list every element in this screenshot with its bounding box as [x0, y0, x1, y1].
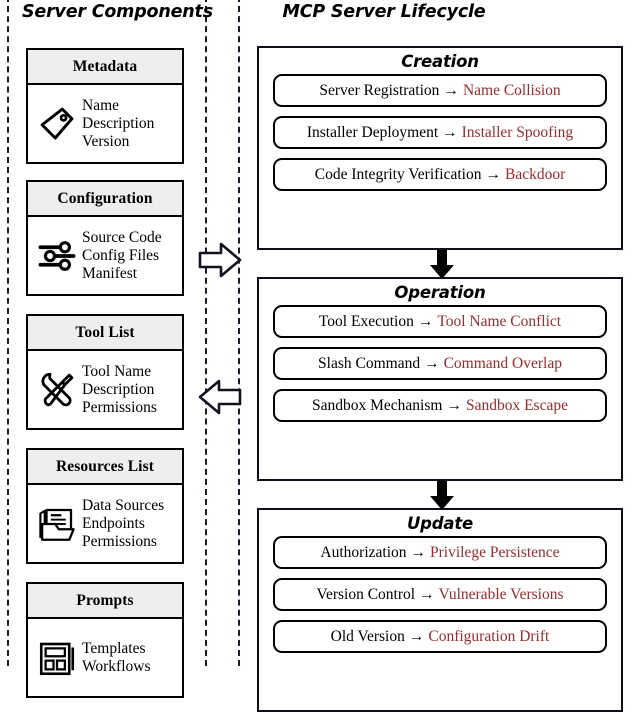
risk-row[interactable]: Installer Deployment → Installer Spoofin…	[273, 116, 607, 149]
arrow-right-glyph: →	[408, 627, 425, 645]
component-line: Version	[82, 133, 130, 151]
mcp-security-diagram: Server Components MCP Server Lifecycle M…	[7, 0, 623, 712]
component-card-prompts[interactable]: Prompts Templates Workflows	[26, 582, 184, 698]
component-card-title: Metadata	[28, 50, 182, 85]
tools-icon	[34, 367, 80, 413]
risk-row-risk: Vulnerable Versions	[438, 585, 564, 603]
component-line: Description	[82, 114, 155, 132]
arrow-right-glyph: →	[419, 585, 435, 603]
component-line: Description	[82, 380, 155, 398]
dashed-divider-left	[7, 0, 9, 666]
stage-title: Update	[406, 514, 474, 533]
risk-row-risk: Name Collision	[462, 81, 561, 99]
risk-row-source: Tool Execution	[318, 312, 414, 330]
risk-row-risk: Backdoor	[504, 165, 566, 183]
component-card-title: Configuration	[28, 182, 182, 217]
risk-row[interactable]: Slash Command → Command Overlap	[273, 347, 607, 380]
arrow-left-lifecycle-to-components	[197, 377, 243, 417]
risk-row-risk: Configuration Drift	[428, 627, 550, 645]
component-card-title: Prompts	[28, 584, 182, 619]
lifecycle-stage-operation[interactable]: Operation Tool Execution → Tool Name Con…	[257, 277, 623, 481]
risk-row-source: Server Registration	[319, 81, 440, 99]
lifecycle-stage-creation[interactable]: Creation Server Registration → Name Coll…	[257, 46, 623, 250]
arrow-right-glyph: →	[443, 81, 459, 99]
arrow-down-operation-to-update	[427, 481, 457, 511]
dashed-divider-middle-right	[238, 0, 240, 666]
risk-row[interactable]: Sandbox Mechanism → Sandbox Escape	[273, 389, 607, 422]
arrow-right-glyph: →	[485, 165, 501, 183]
arrow-right-glyph: →	[410, 543, 427, 561]
risk-row-risk: Privilege Persistence	[430, 543, 560, 561]
risk-row[interactable]: Code Integrity Verification → Backdoor	[273, 158, 607, 191]
risk-row-risk: Command Overlap	[443, 354, 562, 372]
risk-row[interactable]: Server Registration → Name Collision	[273, 74, 607, 107]
risk-row-risk: Tool Name Conflict	[437, 312, 562, 330]
component-line: Templates	[82, 639, 146, 657]
component-card-metadata[interactable]: Metadata Name Description Version	[26, 48, 184, 164]
lifecycle-stage-update[interactable]: Update Authorization → Privilege Persist…	[257, 508, 623, 712]
risk-row[interactable]: Version Control → Vulnerable Versions	[273, 578, 607, 611]
component-line: Permissions	[82, 533, 157, 551]
component-card-lines: Tool Name Description Permissions	[80, 363, 180, 418]
component-card-resources-list[interactable]: Resources List Data Sources Endpoints Pe…	[26, 448, 184, 564]
arrow-right-glyph: →	[446, 396, 462, 414]
component-card-configuration[interactable]: Configuration Source Code Config Files M…	[26, 180, 184, 296]
component-card-title: Resources List	[28, 450, 182, 485]
risk-row-risk: Sandbox Escape	[465, 396, 568, 414]
component-card-title: Tool List	[28, 316, 182, 351]
component-line: Data Sources	[82, 496, 165, 514]
dashed-divider-middle-left	[205, 0, 207, 666]
risk-row-source: Version Control	[316, 585, 416, 603]
component-card-tool-list[interactable]: Tool List Tool Name Description Permissi…	[26, 314, 184, 430]
component-line: Source Code	[82, 228, 162, 246]
left-panel-title: Server Components	[22, 2, 213, 22]
component-line: Endpoints	[82, 514, 145, 532]
arrow-right-components-to-lifecycle	[197, 240, 243, 280]
component-card-lines: Data Sources Endpoints Permissions	[80, 497, 180, 552]
risk-row-source: Slash Command	[318, 354, 421, 372]
risk-row[interactable]: Old Version → Configuration Drift	[273, 620, 607, 653]
arrow-down-creation-to-operation	[427, 250, 457, 280]
arrow-right-glyph: →	[417, 312, 434, 330]
component-line: Config Files	[82, 246, 160, 264]
component-line: Name	[82, 96, 120, 114]
risk-row-source: Old Version	[330, 627, 405, 645]
right-panel-title: MCP Server Lifecycle	[282, 2, 486, 22]
component-line: Tool Name	[82, 362, 152, 380]
component-card-lines: Templates Workflows	[80, 640, 180, 677]
arrow-right-glyph: →	[424, 354, 440, 372]
component-line: Workflows	[82, 658, 151, 675]
component-line: Permissions	[82, 399, 157, 417]
risk-row-risk: Installer Spoofing	[461, 123, 574, 141]
risk-row-source: Authorization	[320, 543, 407, 561]
component-card-lines: Source Code Config Files Manifest	[80, 229, 180, 284]
sliders-icon	[34, 233, 80, 279]
arrow-right-glyph: →	[442, 123, 458, 141]
risk-row-source: Code Integrity Verification	[314, 165, 482, 183]
stage-title: Operation	[394, 283, 486, 302]
component-line: Manifest	[82, 265, 138, 283]
risk-row[interactable]: Tool Execution → Tool Name Conflict	[273, 305, 607, 338]
folder-document-icon	[34, 501, 80, 547]
risk-row-source: Installer Deployment	[306, 123, 439, 141]
risk-row[interactable]: Authorization → Privilege Persistence	[273, 536, 607, 569]
tag-icon	[34, 101, 80, 147]
component-card-lines: Name Description Version	[80, 97, 180, 152]
template-layout-icon	[34, 635, 80, 681]
stage-title: Creation	[401, 52, 479, 71]
risk-row-source: Sandbox Mechanism	[312, 396, 443, 414]
